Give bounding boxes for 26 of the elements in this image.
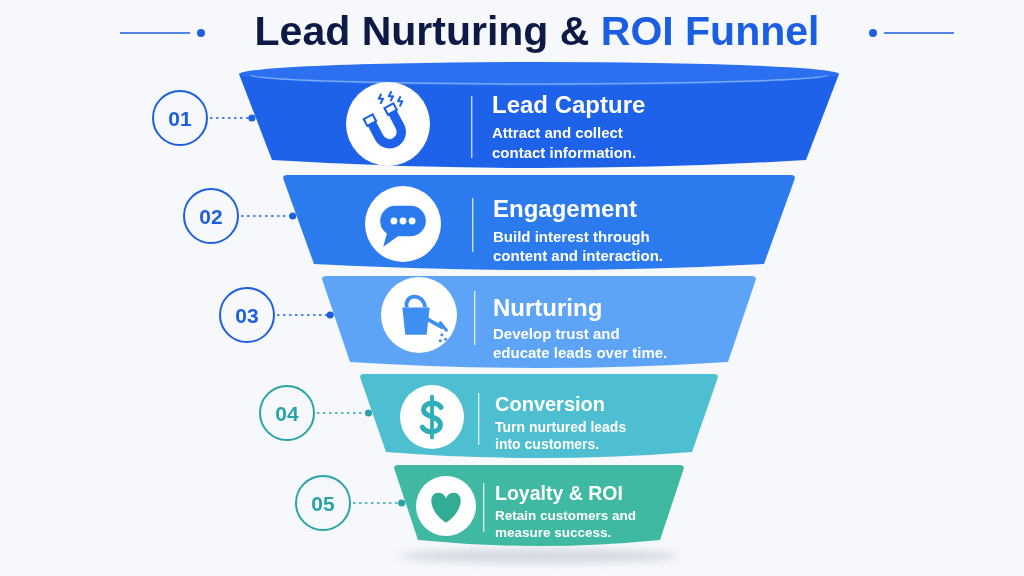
stage-description: Develop trust and educate leads over time. [493,324,669,362]
dotted-connector [352,499,406,507]
dotted-connector [240,212,297,220]
stage-description: Retain customers and measure success. [495,507,638,541]
stage-description: Attract and collect contact information. [492,123,638,163]
stage-description: Build interest through content and interaction. [493,227,664,265]
stage-title: Loyalty & ROI [495,482,623,506]
funnel-stage [321,276,757,370]
title: Lead Nurturing & ROI Funnel [254,8,820,56]
stage-title: Conversion [495,392,606,416]
step-number: 01 [152,90,208,146]
step-number: 03 [219,287,275,343]
step-number: 02 [183,188,239,244]
funnel-stage [359,374,719,460]
dotted-connector [209,114,256,122]
dotted-connector [276,311,334,319]
step-number: 05 [295,475,351,531]
stage-description: Turn nurtured leads into customers. [495,419,628,453]
stage-title: Lead Capture [492,91,646,120]
funnel-stage [282,175,796,272]
stage-title: Engagement [493,195,638,224]
stage-title: Nurturing [493,294,603,323]
step-number: 04 [259,385,315,441]
dotted-connector [316,409,373,417]
funnel-stage [393,465,685,548]
funnel-stage [239,62,839,170]
